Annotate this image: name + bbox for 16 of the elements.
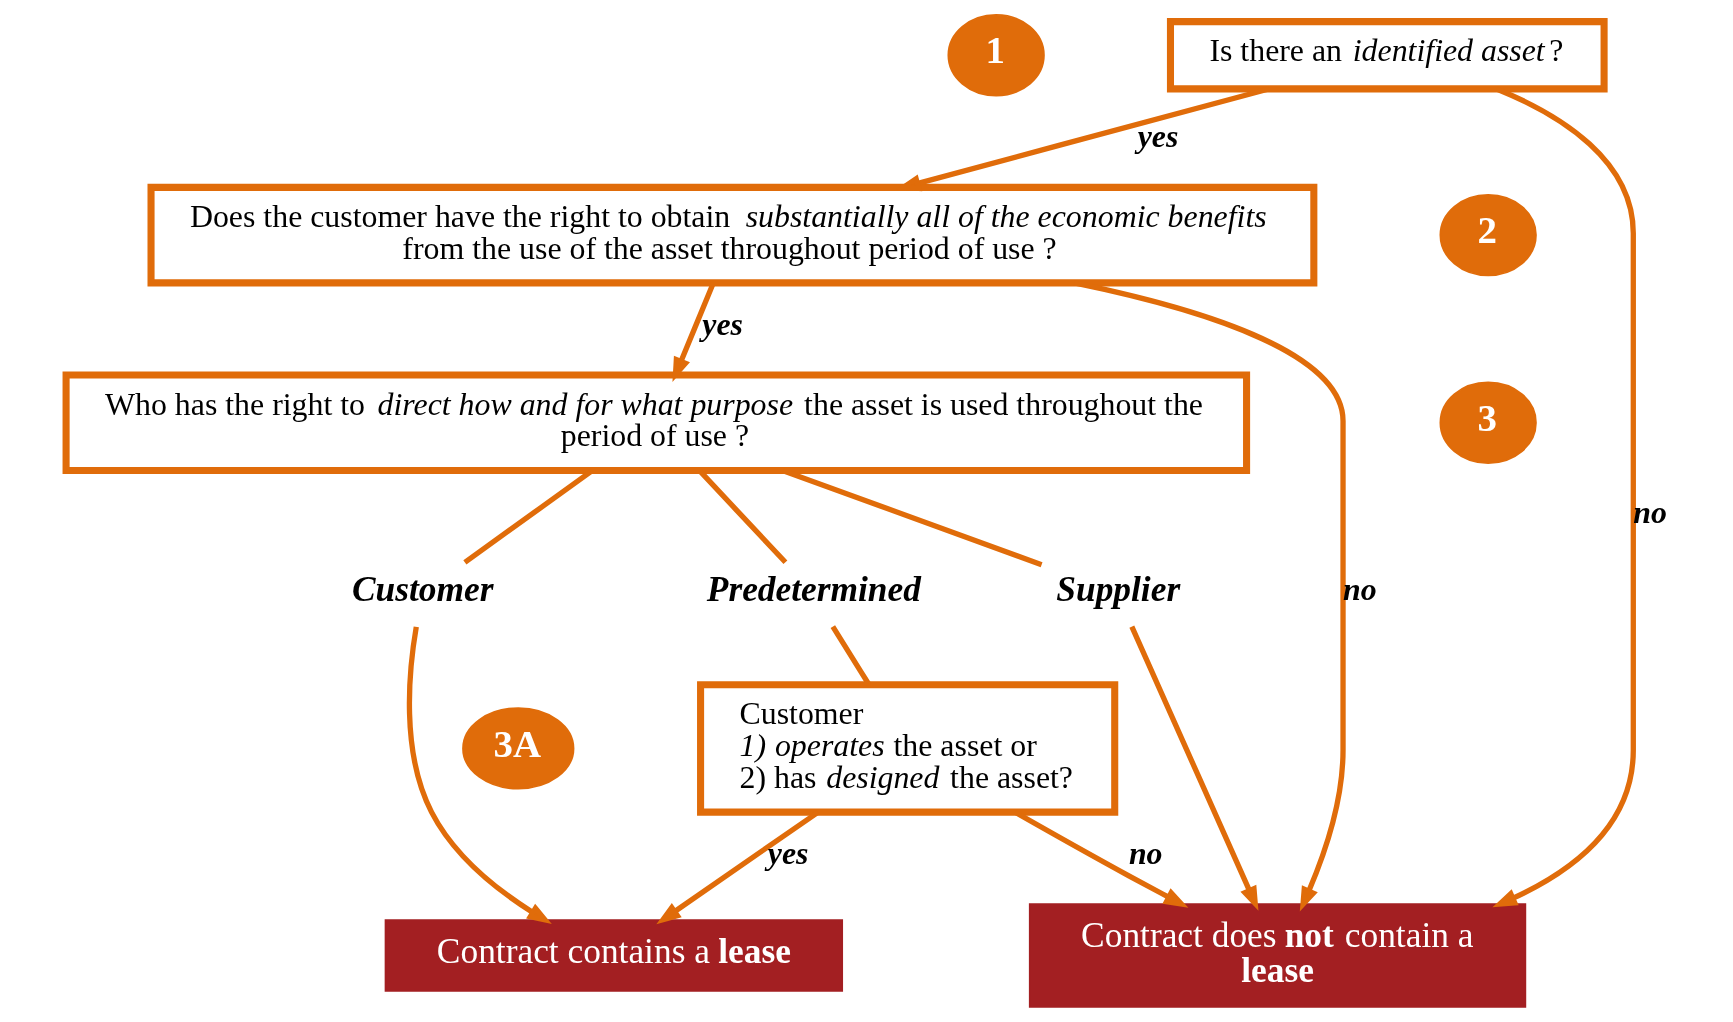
- node-text: Supplier: [1056, 569, 1181, 610]
- node-text: Predetermined: [706, 569, 921, 610]
- node-ellipse: 1: [947, 14, 1045, 97]
- arrow: [406, 626, 552, 925]
- node-ellipse: 2: [1439, 193, 1537, 277]
- node-box: Does the customer have the right to obtain substantially all of the economic benefits from the use of the asset throughout period of use ?: [147, 183, 1318, 287]
- node-ellipse: 3: [1439, 381, 1537, 464]
- node-box: Customer 1) operates the asset or 2) has designed the asset?: [697, 681, 1119, 816]
- node-box: Who has the right to direct how and for what purpose the asset is used throughout the period of use ?: [62, 371, 1251, 475]
- arrow: [1129, 625, 1259, 911]
- node-box: Contract does not contain a lease: [1028, 903, 1527, 1008]
- node-text: Customer: [351, 569, 494, 610]
- node-box: Is there an identified asset?: [1166, 18, 1608, 93]
- node-box: Contract contains a lease: [384, 919, 844, 992]
- edge-label: no: [1128, 836, 1163, 872]
- node-ellipse: 3A: [462, 707, 575, 790]
